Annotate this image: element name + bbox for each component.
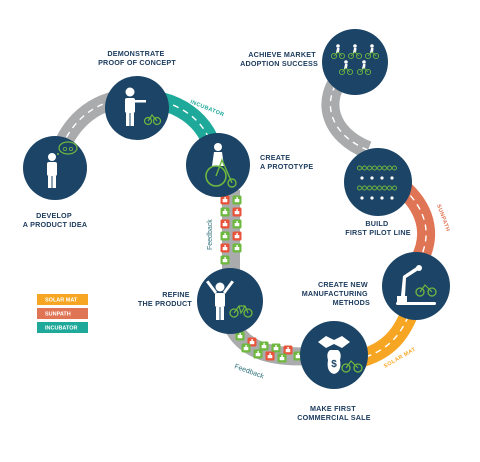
feedback-thumb-icon — [232, 231, 242, 241]
cyclist-icon — [356, 60, 372, 76]
stage-pilot — [344, 148, 412, 216]
legend-label-solar-mat: SOLAR MAT — [45, 298, 78, 304]
stage-pilot-label: BUILD FIRST PILOT LINE — [345, 219, 411, 237]
svg-text:$: $ — [331, 359, 337, 370]
cyclist-icon — [330, 44, 346, 60]
legend-swatch-incubator — [37, 322, 88, 333]
bike-icon — [370, 176, 374, 180]
stage-refine-label: REFINE THE PRODUCT — [138, 290, 193, 308]
feedback-thumb-icon — [220, 219, 230, 229]
stage-market — [322, 29, 388, 95]
bike-icon — [357, 165, 367, 171]
bike-icon — [357, 185, 367, 191]
feedback-thumb-icon — [259, 341, 269, 351]
feedback-thumb-icon — [235, 331, 245, 341]
feedback-thumb-icon — [277, 353, 287, 363]
feedback-thumb-icon — [232, 207, 242, 217]
stage-prototype-label: CREATE A PROTOTYPE — [260, 153, 313, 171]
legend: SOLAR MAT SUNPATH INCUBATOR — [37, 294, 88, 333]
legend-swatch-solar-mat — [37, 294, 88, 305]
feedback-thumb-icon — [232, 195, 242, 205]
feedback-label-curve: Feedback — [233, 363, 265, 380]
bike-icon — [360, 176, 364, 180]
stage-circle — [197, 268, 263, 334]
money-handshake-icon: $ — [318, 336, 363, 374]
thinking-person-icon — [47, 141, 78, 188]
stage-develop-label: DEVELOP A PRODUCT IDEA — [23, 211, 87, 229]
bike-icon — [360, 196, 364, 200]
stage-methods-label: CREATE NEW MANUFACTURING METHODS — [302, 280, 370, 307]
bike-icon — [387, 185, 397, 191]
feedback-thumb-icon — [220, 243, 230, 253]
feedback-icons — [220, 195, 303, 363]
stage-develop — [23, 136, 87, 200]
path-label-sunpath: SUNPATH — [435, 204, 450, 233]
feedback-thumb-icon — [265, 351, 275, 361]
bike-icon — [367, 165, 377, 171]
stage-methods — [382, 252, 450, 320]
road-dash — [404, 189, 427, 263]
legend-label-sunpath: SUNPATH — [45, 312, 71, 318]
bike-icon — [377, 185, 387, 191]
presenting-person-icon — [125, 87, 162, 126]
penny-farthing-rider-icon — [205, 143, 237, 188]
feedback-thumb-icon — [241, 343, 251, 353]
stage-refine — [197, 268, 263, 334]
cyclist-icon — [364, 44, 380, 60]
bike-icon — [380, 196, 384, 200]
bike-icon — [390, 196, 394, 200]
feedback-thumb-icon — [220, 195, 230, 205]
stage-circle — [344, 148, 412, 216]
stage-demonstrate — [105, 76, 169, 140]
feedback-label-vertical: Feedback — [207, 219, 214, 250]
stage-circle — [382, 252, 450, 320]
bike-icon — [377, 165, 387, 171]
stage-circle — [322, 29, 388, 95]
stage-circle — [105, 76, 169, 140]
bike-icon — [370, 196, 374, 200]
stage-sale-label: MAKE FIRST COMMERCIAL SALE — [297, 404, 371, 422]
cyclist-icon — [338, 60, 354, 76]
feedback-thumb-icon — [220, 231, 230, 241]
bike-icon — [367, 185, 377, 191]
bike-icon — [390, 176, 394, 180]
feedback-thumb-icon — [220, 207, 230, 217]
celebrating-person-icon — [206, 280, 253, 320]
bike-icon — [380, 176, 384, 180]
road-dash — [329, 71, 369, 151]
stage-sale: $ — [300, 321, 368, 389]
stage-market-label: ACHIEVE MARKET ADOPTION SUCCESS — [240, 50, 318, 68]
feedback-thumb-icon — [220, 255, 230, 265]
feedback-thumb-icon — [232, 243, 242, 253]
bike-icon — [387, 165, 397, 171]
feedback-thumb-icon — [232, 219, 242, 229]
stage-prototype — [186, 133, 250, 197]
cyclists-group-icon — [330, 44, 380, 76]
bike-rows-icon — [357, 165, 397, 200]
feedback-thumb-icon — [253, 349, 263, 359]
robot-arm-icon — [396, 265, 437, 305]
cyclist-icon — [347, 44, 363, 60]
legend-swatch-sunpath — [37, 308, 88, 319]
feedback-thumb-icon — [271, 343, 281, 353]
legend-label-incubator: INCUBATOR — [45, 326, 78, 332]
stage-demonstrate-label: DEMONSTRATE PROOF OF CONCEPT — [98, 49, 176, 67]
feedback-thumb-icon — [283, 345, 293, 355]
